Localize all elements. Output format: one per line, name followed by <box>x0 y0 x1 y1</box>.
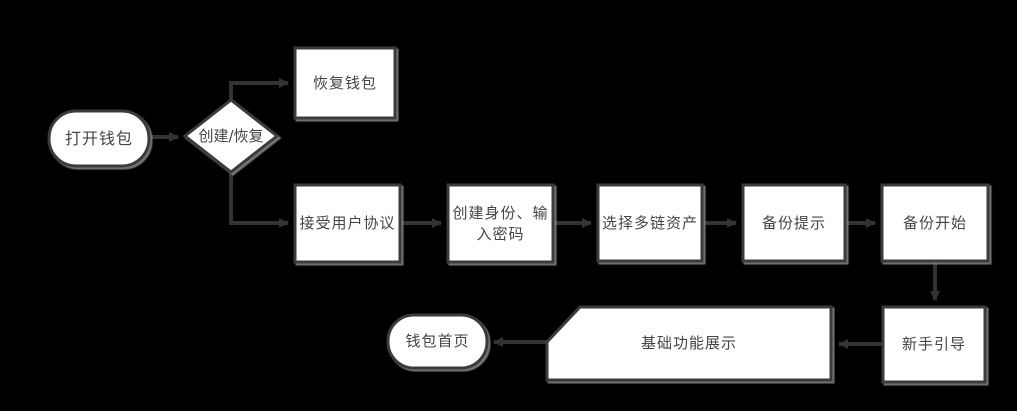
node-open-wallet <box>47 109 151 168</box>
edge-decision-to-restore <box>229 78 289 101</box>
node-basic-features <box>545 305 833 382</box>
node-newbie-guide <box>881 305 987 384</box>
node-create-or-restore <box>182 98 280 174</box>
node-accept-agreement <box>293 183 402 264</box>
node-select-multichain-assets <box>596 183 704 263</box>
node-wallet-home <box>386 313 489 370</box>
node-create-identity <box>446 183 555 264</box>
edge-decision-to-agreement <box>229 172 289 228</box>
node-backup-prompt <box>741 183 847 263</box>
node-restore-wallet <box>293 46 397 120</box>
node-backup-start <box>880 183 990 263</box>
